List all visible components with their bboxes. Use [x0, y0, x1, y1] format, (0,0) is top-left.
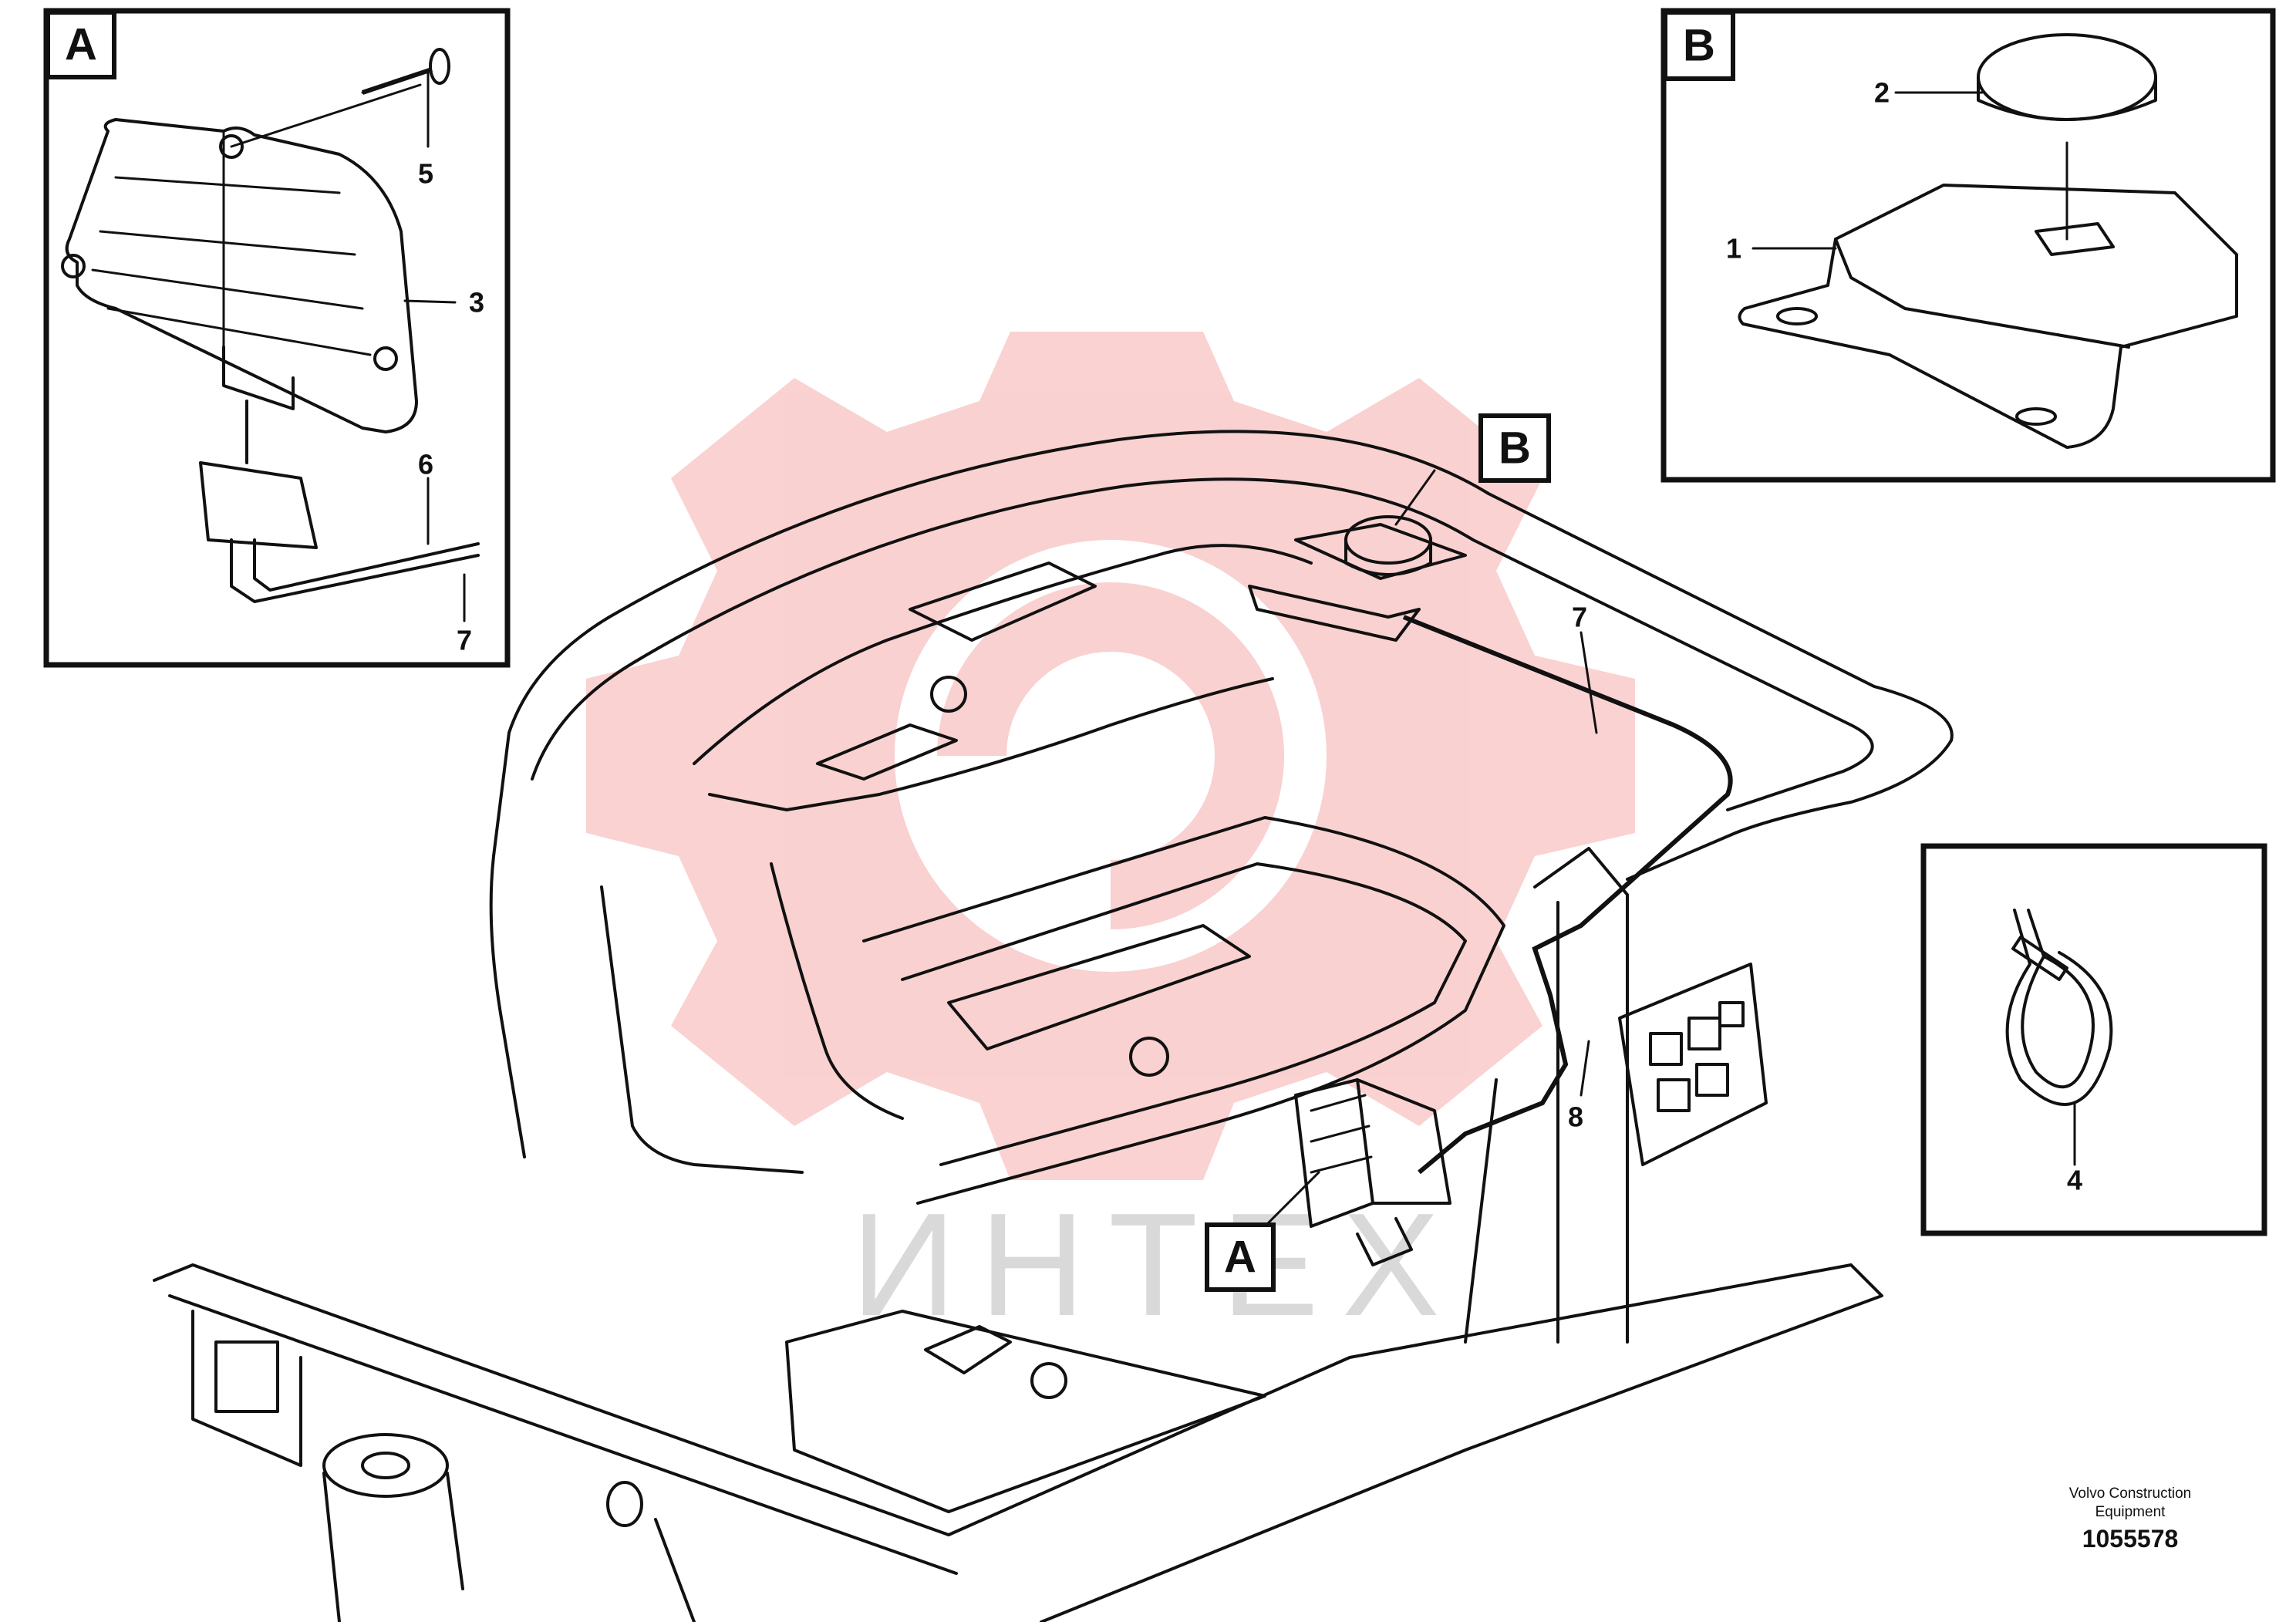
main-callout-b-label: B	[1499, 423, 1531, 474]
cable-tie-illustration	[2005, 909, 2113, 1106]
cab-interior-illustration	[153, 430, 1954, 1622]
main-callout-a-label: A	[1224, 1233, 1256, 1283]
detail-a-tag	[46, 10, 116, 79]
part-6-label: 6	[418, 449, 433, 481]
credit-line-2: Equipment	[2095, 1504, 2166, 1520]
watermark-gear-icon	[586, 332, 1635, 1180]
screw-illustration	[230, 48, 450, 148]
sensor-illustration	[61, 118, 480, 603]
part-5-label: 5	[418, 158, 433, 190]
part-3-label: 3	[469, 287, 484, 319]
part-7-detail-label: 7	[457, 625, 472, 656]
detail-b-box	[1660, 8, 2276, 483]
detail-a-label: A	[65, 20, 97, 70]
credit-line-1: Volvo Construction	[2069, 1485, 2191, 1502]
bracket-illustration	[1738, 33, 2238, 449]
part-7-main-label: 7	[1572, 602, 1587, 633]
part-2-label: 2	[1874, 77, 1890, 109]
detail-4-box	[1920, 843, 2267, 1236]
watermark-text: ИНТЕХ	[851, 1183, 1462, 1347]
detail-b-tag	[1663, 10, 1735, 81]
main-callout-a-tag	[1205, 1222, 1276, 1292]
part-4-label: 4	[2067, 1165, 2082, 1196]
detail-b-label: B	[1683, 21, 1715, 71]
part-8-label: 8	[1568, 1101, 1583, 1133]
main-callout-b-tag	[1478, 413, 1551, 483]
part-number: 1055578	[2082, 1525, 2179, 1553]
part-1-label: 1	[1726, 233, 1741, 265]
